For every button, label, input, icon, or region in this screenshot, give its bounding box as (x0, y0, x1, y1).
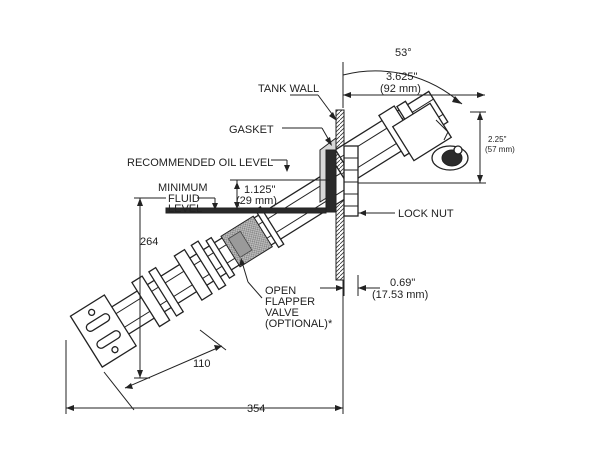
recommended-oil-level-label: RECOMMENDED OIL LEVEL (127, 157, 273, 169)
dim-110-label: 110 (193, 358, 211, 370)
angle-label: 53° (395, 47, 412, 59)
dimension-lines (65, 62, 486, 414)
flapper-label-4: (OPTIONAL)* (265, 318, 333, 330)
dim-069-label: 0.69" (390, 277, 415, 289)
dim-225-label: 2.25" (488, 135, 507, 144)
dim-1125-mm-label: (29 mm) (236, 195, 277, 207)
gasket-label: GASKET (229, 124, 274, 136)
heater-assembly (69, 90, 469, 368)
minimum-fluid-level-label-1: MINIMUM (158, 182, 208, 194)
dim-225-mm-label: (57 mm) (485, 145, 515, 154)
dim-264-label: 264 (140, 236, 158, 248)
flapper-label-2: FLAPPER (265, 296, 315, 308)
minimum-fluid-level-label-3: LEVEL (168, 203, 202, 215)
tank-wall-label: TANK WALL (258, 83, 319, 95)
labels: 53° 3.625" (92 mm) 2.25" (57 mm) TANK WA… (127, 47, 515, 415)
minimum-fluid-level-label-2: FLUID (168, 193, 200, 205)
bracket-clamp (131, 275, 171, 328)
dim-1125-label: 1.125" (244, 184, 276, 196)
dim-3625-label: 3.625" (386, 71, 418, 83)
mounting-plate (69, 294, 138, 368)
dim-3625-mm-label: (92 mm) (380, 83, 421, 95)
lock-nut (325, 145, 359, 217)
dim-354-label: 354 (247, 403, 265, 415)
flapper-label-3: VALVE (265, 307, 299, 319)
oil-level-bar (165, 207, 327, 214)
lock-nut-label: LOCK NUT (398, 208, 454, 220)
flapper-label-1: OPEN (265, 285, 296, 297)
dim-069-mm-label: (17.53 mm) (372, 289, 428, 301)
junction-box (391, 102, 469, 171)
